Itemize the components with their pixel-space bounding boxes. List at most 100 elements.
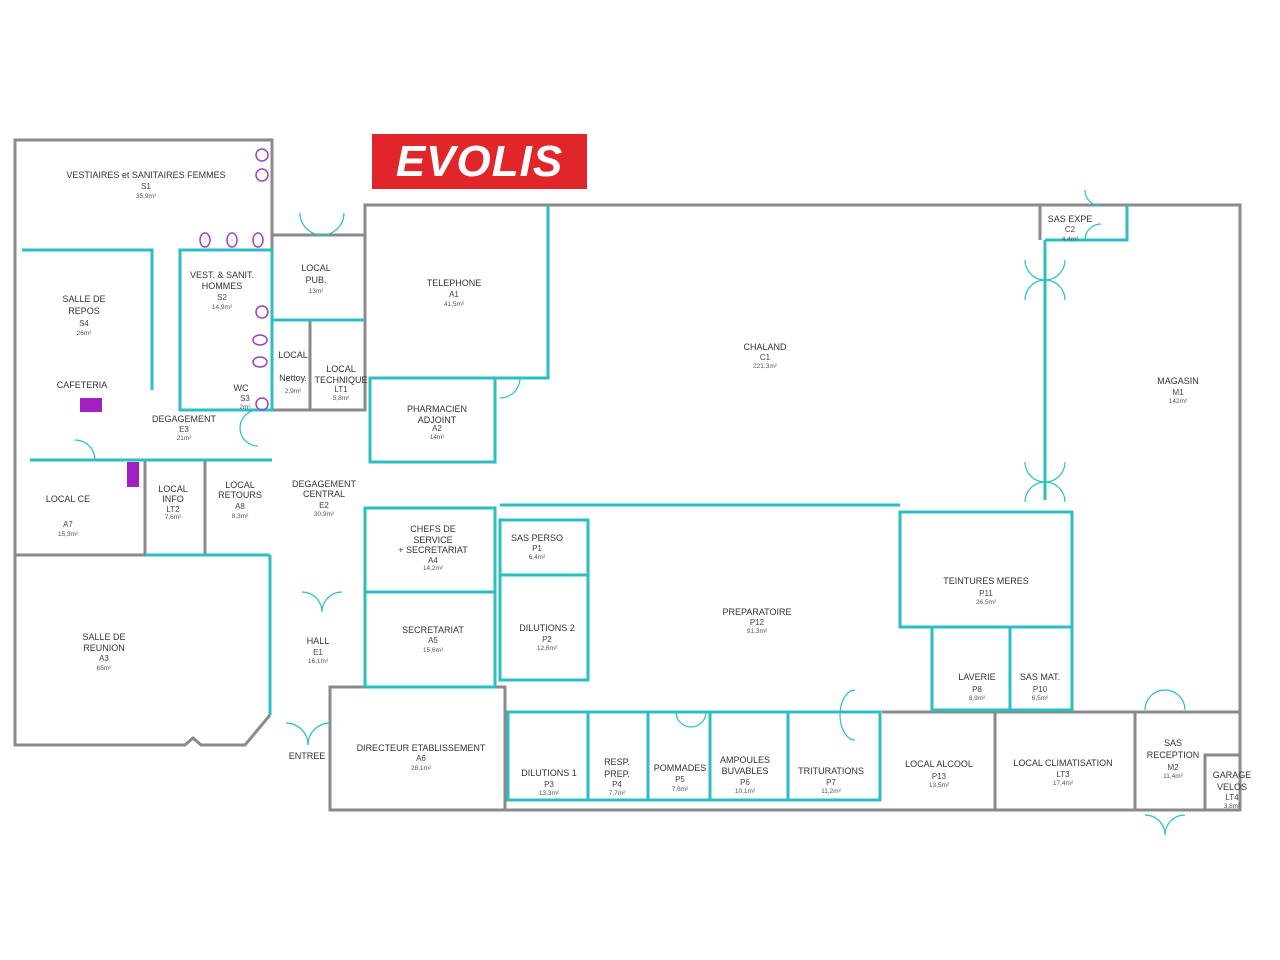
room-m1-name: MAGASIN xyxy=(1157,376,1199,386)
room-lt3-name: LOCAL CLIMATISATION xyxy=(1013,758,1112,768)
room-p13-name: LOCAL ALCOOL xyxy=(905,759,973,769)
room-m2-name: RECEPTION xyxy=(1147,750,1200,760)
room-p8-code: P8 xyxy=(972,685,982,694)
room-s4-code: S4 xyxy=(79,319,89,328)
room-a2-area: 14m² xyxy=(430,434,446,441)
room-lt2-name: LOCAL xyxy=(158,484,188,494)
room-p3-code: P3 xyxy=(544,780,554,789)
room-p11-area: 26,5m² xyxy=(976,599,997,606)
room-a3-area: 65m² xyxy=(97,665,113,672)
appliance-icon xyxy=(127,462,139,487)
room-p8-area: 8,9m² xyxy=(969,695,986,702)
room-e2-name: CENTRAL xyxy=(303,489,345,499)
room-a8-code: A8 xyxy=(235,502,245,511)
room-a3-name: SALLE DE xyxy=(82,632,125,642)
room-p6-area: 10,1m² xyxy=(735,788,756,795)
room-p12-area: 91,3m² xyxy=(747,628,768,635)
sink-icon xyxy=(255,148,269,162)
room-c2-name: SAS EXPE xyxy=(1048,214,1093,224)
room-lt3-area: 17,4m² xyxy=(1053,780,1074,787)
room-a1-area: 41,5m² xyxy=(444,301,465,308)
room-e3-code: E3 xyxy=(179,425,189,434)
room-a4-name: + SECRETARIAT xyxy=(398,545,468,555)
room-s4-name: REPOS xyxy=(68,306,100,316)
room-p1-code: P1 xyxy=(532,544,542,553)
room-e3-area: 21m² xyxy=(177,435,193,442)
room-a5-code: A5 xyxy=(428,636,438,645)
room-p2-area: 12,6m² xyxy=(537,645,558,652)
room-a4-name: SERVICE xyxy=(413,535,452,545)
room-e2-area: 30,9m² xyxy=(314,511,335,518)
room-lt4-area: 3,8m² xyxy=(1224,803,1241,810)
room-a6-code: A6 xyxy=(416,754,426,763)
logo-text: EVOLIS xyxy=(395,136,564,186)
urinal-icon xyxy=(252,356,268,368)
doors xyxy=(74,189,1186,836)
room-s1-area: 35,9m² xyxy=(136,193,157,200)
room-c2-code: C2 xyxy=(1065,225,1076,234)
exterior-walls xyxy=(13,138,1242,812)
room-s1-code: S1 xyxy=(141,182,151,191)
room-m2-area: 11,4m² xyxy=(1163,773,1184,780)
room-e2-name: DEGAGEMENT xyxy=(292,479,357,489)
sanitary-fixtures xyxy=(199,148,269,411)
room-a4-area: 14,2m² xyxy=(423,565,444,572)
toilet-icon xyxy=(252,232,264,248)
room-s1-name: VESTIAIRES et SANITAIRES FEMMES xyxy=(66,170,225,180)
room-p10-name: SAS MAT. xyxy=(1020,672,1060,682)
room-c1-name: CHALAND xyxy=(743,342,787,352)
room-pub-area: 13m² xyxy=(309,288,325,295)
room-s4-name: SALLE DE xyxy=(62,294,105,304)
room-p13-area: 13,5m² xyxy=(929,782,950,789)
room-p11-code: P11 xyxy=(979,589,993,598)
room-lt1-area: 5,8m² xyxy=(333,395,350,402)
room-c1-area: 221,3m² xyxy=(753,363,778,370)
room-s2-name: VEST. & SANIT. xyxy=(190,270,254,280)
room-p8-name: LAVERIE xyxy=(958,672,995,682)
room-a1-name: TELEPHONE xyxy=(427,278,482,288)
room-a4-name: CHEFS DE xyxy=(410,524,456,534)
room-a3-name: REUNION xyxy=(83,643,125,653)
room-a4-code: A4 xyxy=(428,556,438,565)
room-s3-area: 2m² xyxy=(239,404,251,411)
toilet-icon xyxy=(199,232,211,248)
room-s2-area: 14,9m² xyxy=(212,304,233,311)
room-p11-name: TEINTURES MERES xyxy=(943,576,1029,586)
room-lt4-code: LT4 xyxy=(1225,793,1239,802)
room-p3-name: DILUTIONS 1 xyxy=(521,768,577,778)
room-a3-code: A3 xyxy=(99,654,109,663)
room-pub-name: LOCAL xyxy=(301,263,331,273)
room-lt3-code: LT3 xyxy=(1056,770,1070,779)
urinal-icon xyxy=(252,334,268,346)
room-p7-area: 11,2m² xyxy=(821,788,842,795)
room-a8-name: RETOURS xyxy=(218,490,262,500)
room-c1-code: C1 xyxy=(760,353,771,362)
room-nettoy-name: Nettoy. xyxy=(279,373,307,383)
room-p2-code: P2 xyxy=(542,635,552,644)
room-s3-code: S3 xyxy=(240,394,250,403)
room-a2-name: PHARMACIEN xyxy=(407,404,467,414)
toilet-icon xyxy=(226,232,238,248)
room-a6-name: DIRECTEUR ETABLISSEMENT xyxy=(357,743,486,753)
sink-icon xyxy=(255,305,269,319)
room-e1-area: 16,1m² xyxy=(308,658,329,665)
room-a8-area: 8,3m² xyxy=(232,513,249,520)
room-lt2-area: 7,6m² xyxy=(165,514,182,521)
room-labels: VESTIAIRES et SANITAIRES FEMMES S1 35,9m… xyxy=(46,170,1251,810)
room-s2-name: HOMMES xyxy=(202,281,243,291)
room-m2-code: M2 xyxy=(1167,763,1179,772)
room-a5-name: SECRETARIAT xyxy=(402,625,464,635)
room-a7-area: 15,3m² xyxy=(58,531,79,538)
room-s2-code: S2 xyxy=(217,293,227,302)
room-p1-area: 6,4m² xyxy=(529,554,546,561)
room-e2-code: E2 xyxy=(319,501,329,510)
room-a2-code: A2 xyxy=(432,424,442,433)
room-nettoy-area: 2,9m² xyxy=(285,388,302,395)
room-p6-name: BUVABLES xyxy=(722,766,769,776)
room-m1-area: 142m² xyxy=(1169,398,1188,405)
room-s4-area: 26m² xyxy=(77,330,93,337)
room-p4-code: P4 xyxy=(612,780,622,789)
room-p7-name: TRITURATIONS xyxy=(798,766,864,776)
room-lt2-name: INFO xyxy=(162,494,184,504)
